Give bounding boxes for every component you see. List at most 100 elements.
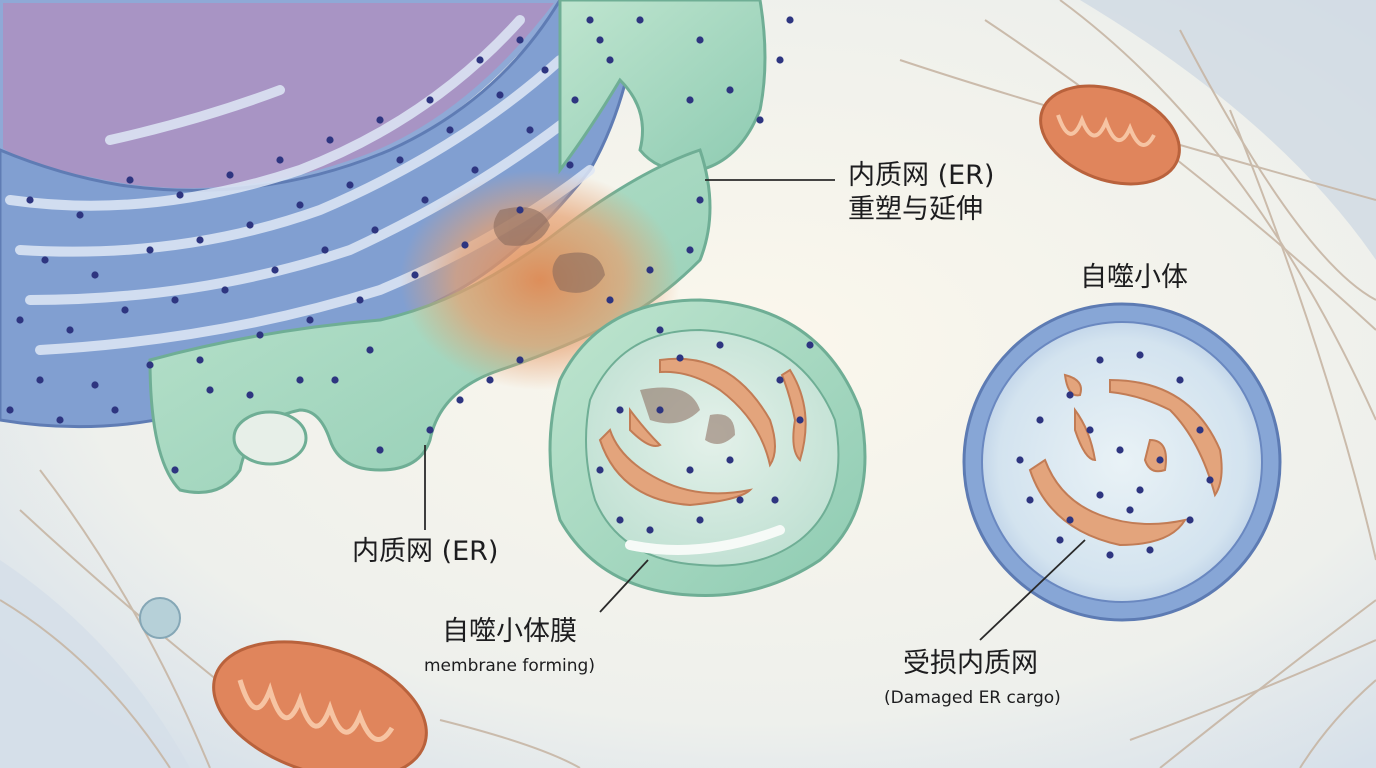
autophagosome-cargo (1028, 373, 1223, 547)
ribosome-dot (26, 196, 34, 204)
ribosome-dot (36, 376, 44, 384)
ribosome-dot (1206, 476, 1214, 484)
ribosome-dot (606, 56, 614, 64)
autophagosome-lumen (981, 321, 1263, 603)
ribosome-dot (776, 376, 784, 384)
ribosome-dot (686, 466, 694, 474)
ribosome-dot (296, 201, 304, 209)
ribosome-dot (1146, 546, 1154, 554)
ribosome-dot (246, 391, 254, 399)
ribosome-dot (296, 376, 304, 384)
ribosome-dot (776, 56, 784, 64)
mitochondrion-bottom-left (212, 640, 428, 768)
ribosome-dot (736, 496, 744, 504)
ribosome-dot (196, 236, 204, 244)
label-er: 内质网 (ER) (352, 536, 499, 567)
ribosome-dot (6, 406, 14, 414)
label-damaged-er-cargo: (Damaged ER cargo) (884, 688, 1061, 708)
ribosome-dot (541, 66, 549, 74)
ribosome-dot (696, 36, 704, 44)
label-autophagosome-membrane: 自噬小体膜 (442, 616, 577, 647)
ribosome-dot (1156, 456, 1164, 464)
ribosome-dot (616, 406, 624, 414)
ribosome-dot (606, 296, 614, 304)
ribosome-dot (1116, 446, 1124, 454)
ribosome-dot (16, 316, 24, 324)
ribosome-dot (1186, 516, 1194, 524)
ribosome-dot (221, 286, 229, 294)
leader-damaged-er (979, 539, 1086, 641)
ribosome-dot (446, 126, 454, 134)
ribosome-dot (321, 246, 329, 254)
ribosome-dot (146, 246, 154, 254)
ribosome-dot (696, 516, 704, 524)
ribosome-dot (371, 226, 379, 234)
ribosome-dot (456, 396, 464, 404)
ribosome-dot (476, 56, 484, 64)
ribosome-dot (616, 516, 624, 524)
ribosome-dot (1086, 426, 1094, 434)
cell-membrane-edge (1080, 0, 1376, 260)
ribosome-dot (196, 356, 204, 364)
ribosome-dot (656, 326, 664, 334)
ribosome-dot (1096, 491, 1104, 499)
ribosome-dot (471, 166, 479, 174)
phagophore-rim (625, 525, 785, 555)
cargo-debris (640, 387, 735, 444)
ribosome-dot (41, 256, 49, 264)
ribosome-dot (411, 271, 419, 279)
ribosome-dot (91, 271, 99, 279)
ribosome-dot (146, 361, 154, 369)
ribosome-dot (596, 36, 604, 44)
vesicle (139, 597, 181, 639)
ribosome-dot (76, 211, 84, 219)
ribosome-dot (596, 466, 604, 474)
ribosome-dot (496, 91, 504, 99)
ribosome-dot (331, 376, 339, 384)
mitochondrion-top-right (1039, 84, 1181, 186)
ribosome-dot (396, 156, 404, 164)
ribosome-dot (1066, 516, 1074, 524)
ribosome-dot (586, 16, 594, 24)
er-fenestration (232, 410, 308, 466)
ribosome-dot (171, 466, 179, 474)
ribosome-dot (256, 331, 264, 339)
ribosome-dot (1126, 506, 1134, 514)
ribosome-dot (656, 406, 664, 414)
ribosome-dot (516, 356, 524, 364)
ribosome-dot (56, 416, 64, 424)
ribosome-dot (1066, 391, 1074, 399)
ribosome-dot (111, 406, 119, 414)
ribosome-dot (171, 296, 179, 304)
label-membrane-forming: membrane forming) (424, 656, 595, 676)
ribosome-dot (566, 161, 574, 169)
ribosome-dot (786, 16, 794, 24)
ribosome-dot (426, 426, 434, 434)
ribosome-dot (716, 341, 724, 349)
ribosome-dot (356, 296, 364, 304)
ribosome-dot (121, 306, 129, 314)
ribosome-dot (771, 496, 779, 504)
label-er-remodel-line2: 重塑与延伸 (848, 194, 983, 225)
ribosome-dot (1176, 376, 1184, 384)
ribosome-dot (636, 16, 644, 24)
ribosome-dot (66, 326, 74, 334)
ribosome-dot (376, 446, 384, 454)
ribosome-dot (1196, 426, 1204, 434)
cell-membrane-edge-left (0, 560, 190, 768)
ribosome-dot (276, 156, 284, 164)
ribosome-dot (126, 176, 134, 184)
ribosome-dot (1016, 456, 1024, 464)
ribosome-dot (426, 96, 434, 104)
label-er-remodel-line1: 内质网 (ER) (848, 160, 995, 191)
ribosome-dot (526, 126, 534, 134)
ribosome-dot (366, 346, 374, 354)
ribosome-dot (326, 136, 334, 144)
ribosome-dot (516, 36, 524, 44)
ribosome-dot (1026, 496, 1034, 504)
ribosome-dot (246, 221, 254, 229)
ribosome-dot (756, 116, 764, 124)
ribosome-dot (206, 386, 214, 394)
